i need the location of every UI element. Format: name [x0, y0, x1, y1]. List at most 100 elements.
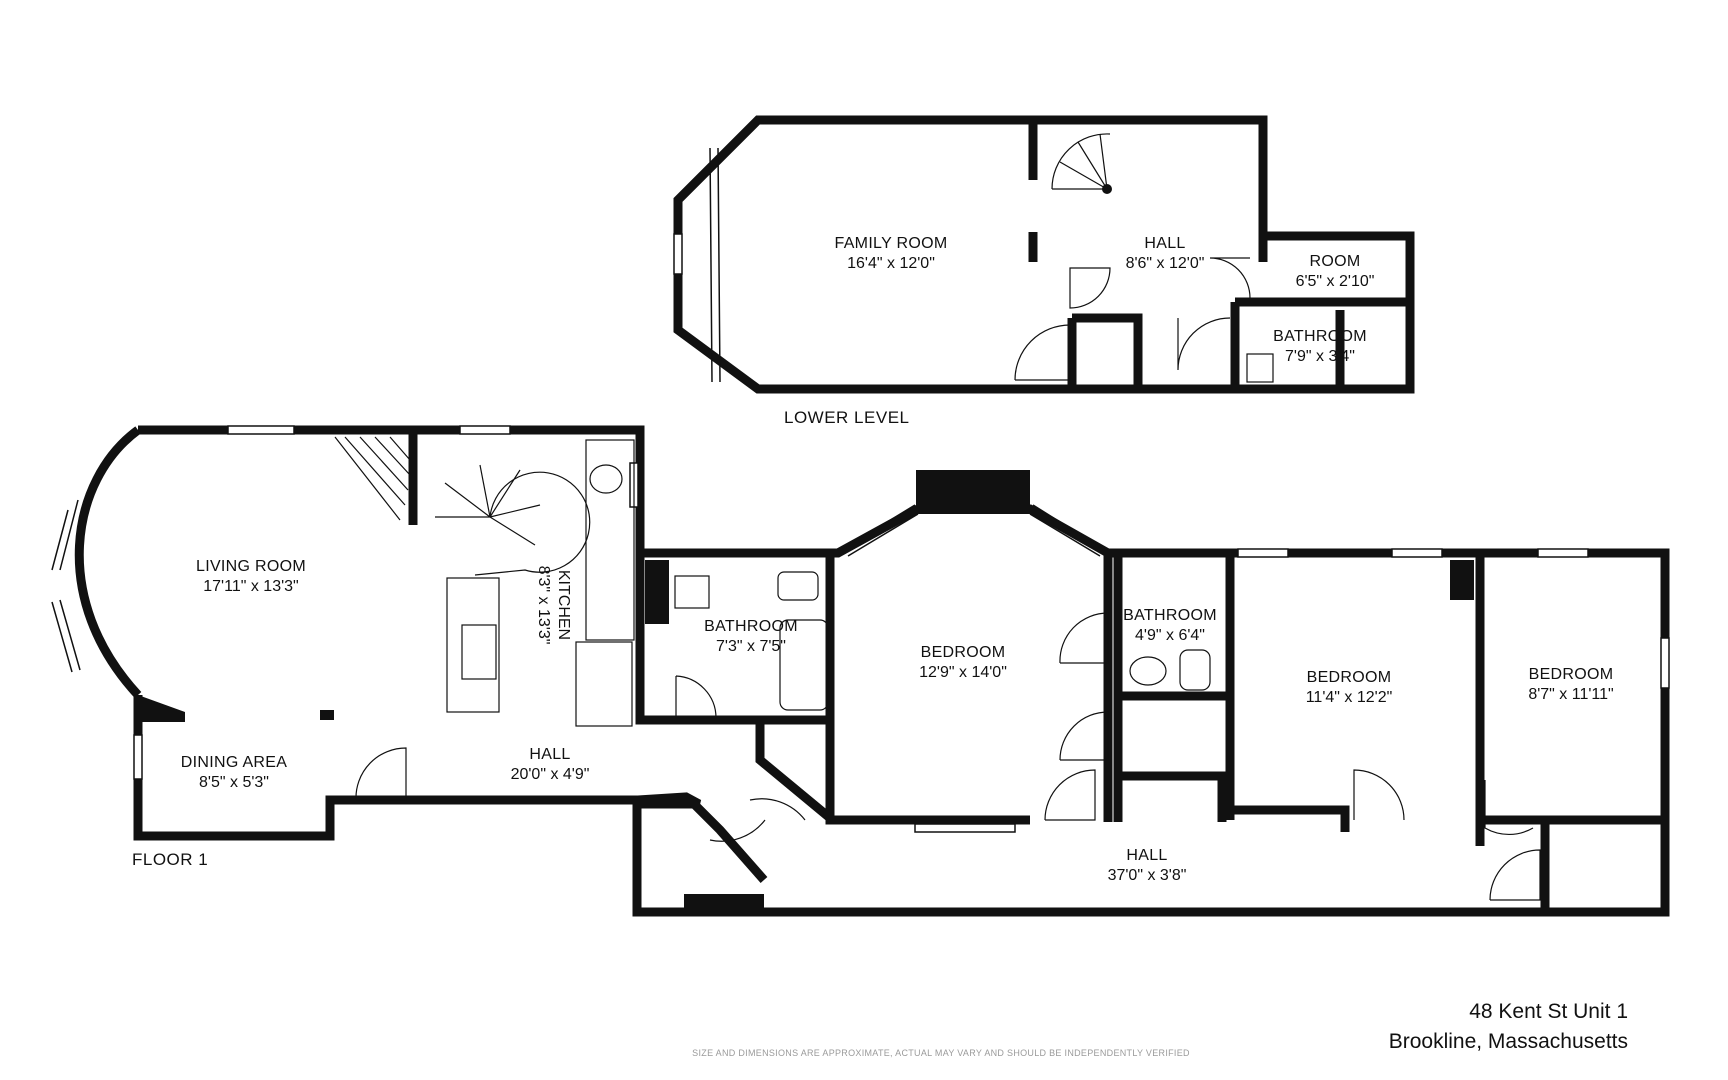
room-label-bath-1: BATHROOM 7'3" x 7'5"	[704, 617, 798, 657]
door-swing	[1044, 769, 1096, 821]
window	[459, 425, 511, 435]
room-label-hall-main: HALL 20'0" x 4'9"	[511, 745, 590, 785]
door-swing	[1353, 769, 1405, 821]
level-label-floor1: FLOOR 1	[132, 850, 209, 869]
room-dims: 16'4" x 12'0"	[847, 255, 935, 272]
stove	[461, 624, 497, 680]
bay-window	[1029, 504, 1104, 557]
room-name: HALL	[529, 746, 571, 763]
room-label-kitchen: KITCHEN 8'3" x 13'3"	[533, 540, 573, 670]
door-swing	[1069, 267, 1111, 309]
lower-interior-wall	[1072, 313, 1143, 389]
room-dims: 7'3" x 7'5"	[716, 638, 786, 655]
room-name: ROOM	[1309, 253, 1361, 270]
room-label-room-lower: ROOM 6'5" x 2'10"	[1296, 252, 1375, 292]
door-swing	[1489, 849, 1541, 901]
room-name: LIVING ROOM	[196, 558, 306, 575]
window	[1537, 548, 1589, 558]
door-swing	[1059, 612, 1109, 664]
straight-stair	[334, 436, 411, 521]
wall-block	[1450, 560, 1474, 600]
toilet	[777, 571, 819, 601]
room-label-hall-lower: HALL 8'6" x 12'0"	[1126, 234, 1205, 274]
wall-block	[645, 560, 669, 624]
address-line-1: 48 Kent St Unit 1	[1469, 1000, 1628, 1023]
room-name: FAMILY ROOM	[834, 235, 948, 252]
room-label-bath-lower: BATHROOM 7'9" x 3'4"	[1273, 327, 1367, 367]
bay-window	[842, 504, 919, 557]
bay-window	[51, 499, 79, 571]
room-dims: 12'9" x 14'0"	[919, 664, 1007, 681]
room-name: BEDROOM	[920, 644, 1006, 661]
sink	[1129, 656, 1167, 686]
interior-wall	[1230, 805, 1350, 832]
address-line-2: Brookline, Massachusetts	[1388, 1030, 1628, 1053]
room-label-dining-area: DINING AREA 8'5" x 5'3"	[181, 753, 287, 793]
door-swing	[709, 819, 766, 842]
window	[914, 823, 1016, 833]
door-swing	[1014, 324, 1071, 381]
room-dims: 7'9" x 3'4"	[1285, 348, 1355, 365]
sink	[674, 575, 710, 609]
disclaimer-text: SIZE AND DIMENSIONS ARE APPROXIMATE, ACT…	[692, 1048, 1190, 1058]
level-label-lower: LOWER LEVEL	[784, 408, 910, 427]
room-dims: 20'0" x 4'9"	[510, 766, 590, 783]
bay-window	[709, 147, 721, 383]
room-name: BATHROOM	[704, 618, 798, 635]
door-swing	[355, 747, 407, 801]
room-dims: 37'0" x 3'8"	[1107, 867, 1187, 884]
spiral-stair	[1051, 133, 1111, 190]
room-label-bath-2: BATHROOM 4'9" x 6'4"	[1123, 606, 1217, 646]
room-dims: 8'3" x 13'3"	[535, 565, 552, 645]
door-swing	[1209, 257, 1251, 299]
room-name: KITCHEN	[555, 569, 572, 641]
toilet	[1179, 649, 1211, 691]
room-label-family-room: FAMILY ROOM 16'4" x 12'0"	[835, 234, 948, 274]
room-dims: 8'5" x 5'3"	[199, 774, 269, 791]
room-name: BATHROOM	[1273, 328, 1367, 345]
room-dims: 11'4" x 12'2"	[1305, 689, 1393, 706]
room-name: BEDROOM	[1306, 669, 1392, 686]
bay-window	[51, 599, 81, 673]
wall-block	[138, 695, 185, 722]
room-label-bedroom-1: BEDROOM 12'9" x 14'0"	[919, 643, 1007, 683]
door-swing	[1484, 780, 1534, 835]
wall-block	[320, 710, 334, 720]
spiral-stair	[474, 471, 591, 576]
sink	[1246, 353, 1274, 383]
room-label-hall-long: HALL 37'0" x 3'8"	[1108, 846, 1187, 886]
interior-wall	[755, 720, 833, 822]
bathtub	[779, 619, 829, 711]
window	[227, 425, 295, 435]
room-label-bedroom-2: BEDROOM 11'4" x 12'2"	[1306, 668, 1393, 708]
window	[133, 734, 143, 780]
floor1-outline	[138, 425, 1670, 917]
room-dims: 6'5" x 2'10"	[1295, 273, 1375, 290]
sink	[589, 464, 623, 494]
room-dims: 8'7" x 11'11"	[1528, 686, 1614, 703]
room-label-living-room: LIVING ROOM 17'11" x 13'3"	[196, 557, 306, 597]
kitchen-island	[446, 577, 500, 713]
floor1-outline	[74, 426, 142, 699]
interior-wall	[825, 553, 1030, 825]
floor1-outline	[133, 695, 768, 883]
room-dims: 17'11" x 13'3"	[203, 578, 299, 595]
window	[1237, 548, 1289, 558]
door-swing	[675, 675, 717, 719]
door-swing	[749, 798, 806, 821]
interior-wall	[1118, 771, 1227, 822]
wall-block	[684, 894, 764, 912]
address-block: 48 Kent St Unit 1 Brookline, Massachuset…	[1389, 997, 1628, 1057]
room-dims: 4'9" x 6'4"	[1135, 627, 1205, 644]
spiral-stair	[1052, 133, 1108, 190]
door-swing	[1059, 711, 1109, 761]
window	[1660, 637, 1670, 689]
window	[673, 233, 683, 275]
window	[1391, 548, 1443, 558]
room-name: BEDROOM	[1528, 666, 1614, 683]
counter	[575, 641, 633, 727]
spiral-stair	[435, 464, 541, 546]
door-swing	[1177, 317, 1231, 371]
room-name: HALL	[1144, 235, 1186, 252]
